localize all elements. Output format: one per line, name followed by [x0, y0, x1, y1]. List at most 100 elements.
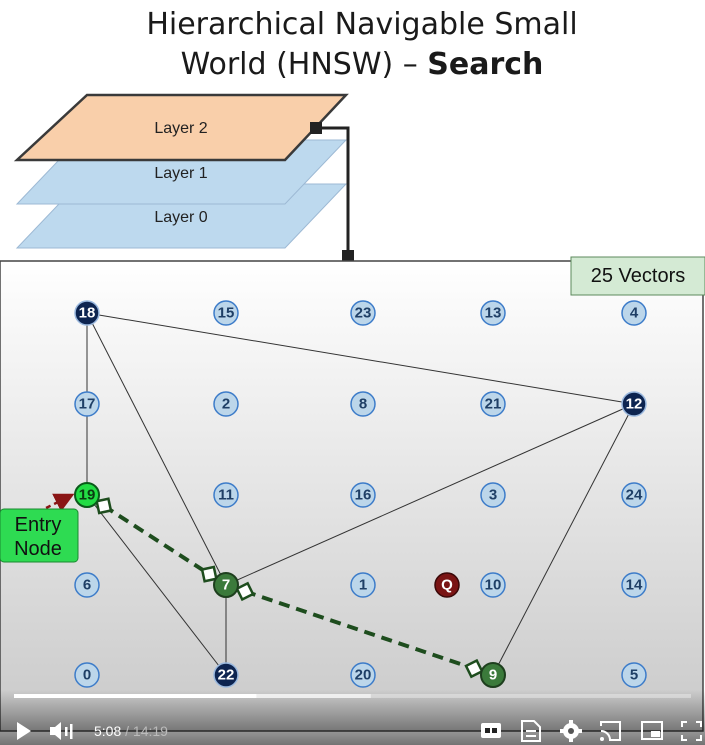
graph-node-circle-24	[621, 482, 647, 508]
graph-node-18: 18	[74, 300, 100, 326]
video-controls: 5:08 / 14:19	[0, 690, 705, 745]
graph-node-circle-12	[621, 391, 647, 417]
graph-node-label-8: 8	[359, 396, 367, 413]
graph-node-circle-7	[213, 572, 239, 598]
graph-node-label-3: 3	[489, 487, 497, 504]
duration: 14:19	[133, 723, 168, 739]
graph-edge-18-12	[86, 312, 635, 405]
graph-node-0: 0	[74, 662, 100, 688]
graph-node-4: 4	[621, 300, 647, 326]
settings-gear-icon[interactable]	[560, 720, 582, 742]
graph-node-20: 20	[350, 662, 376, 688]
graph-node-circle-15	[213, 300, 239, 326]
entry-node-label-line1: Entry	[15, 514, 62, 536]
graph-node-label-21: 21	[485, 396, 502, 413]
graph-node-circle-6	[74, 572, 100, 598]
graph-node-14: 14	[621, 572, 647, 598]
graph-node-circle-17	[74, 391, 100, 417]
graph-edge-7-12	[225, 403, 635, 586]
search-path-connector-7-9-end	[464, 658, 484, 679]
graph-node-label-9: 9	[489, 667, 497, 684]
graph-node-label-23: 23	[355, 305, 372, 322]
graph-node-circle-14	[621, 572, 647, 598]
graph-node-label-20: 20	[355, 667, 372, 684]
search-path-connector-19-7-end	[200, 565, 218, 583]
layer-1-label: Layer 1	[154, 165, 207, 182]
graph-node-16: 16	[350, 482, 376, 508]
vector-count-badge: 25 Vectors	[570, 256, 705, 296]
graph-node-10: 10	[480, 572, 506, 598]
graph-node-label-4: 4	[630, 305, 639, 322]
graph-node-label-1: 1	[359, 577, 367, 594]
graph-node-label-12: 12	[626, 396, 643, 413]
graph-node-19: 19	[74, 482, 100, 508]
time-separator: /	[121, 723, 133, 739]
graph-node-label-10: 10	[485, 577, 502, 594]
graph-edge-12-9	[492, 403, 635, 676]
graph-node-circle-1	[350, 572, 376, 598]
graph-node-circle-4	[621, 300, 647, 326]
graph-node-8: 8	[350, 391, 376, 417]
graph-node-9: 9	[480, 662, 506, 688]
slide-title-prefix: World (HNSW) –	[181, 47, 428, 82]
search-path	[95, 497, 484, 679]
entry-node-callout: Entry Node	[0, 493, 79, 563]
graph-node-circle-9	[480, 662, 506, 688]
graph-node-label-6: 6	[83, 577, 91, 594]
graph-node-circle-16	[350, 482, 376, 508]
query-point: Q	[434, 572, 460, 598]
layer-0-label: Layer 0	[154, 209, 207, 226]
graph-node-12: 12	[621, 391, 647, 417]
graph-node-22: 22	[213, 662, 239, 688]
graph-node-17: 17	[74, 391, 100, 417]
graph-node-3: 3	[480, 482, 506, 508]
captions-icon[interactable]	[481, 723, 501, 738]
graph-node-circle-19	[74, 482, 100, 508]
graph-node-label-5: 5	[630, 667, 638, 684]
graph-node-7: 7	[213, 572, 239, 598]
graph-node-1: 1	[350, 572, 376, 598]
graph-node-label-7: 7	[222, 577, 230, 594]
search-path-connector-19-7-start	[95, 497, 113, 515]
graph-node-circle-10	[480, 572, 506, 598]
slide-title-line2: World (HNSW) – Search	[181, 47, 544, 82]
entry-node-label-line2: Node	[14, 538, 62, 560]
fullscreen-icon[interactable]	[681, 721, 702, 741]
layer-2-plane	[13, 93, 349, 162]
graph-node-label-18: 18	[79, 305, 96, 322]
vector-count-text: 25 Vectors	[591, 265, 686, 287]
graph-node-label-16: 16	[355, 487, 372, 504]
graph-node-label-13: 13	[485, 305, 502, 322]
search-path-segment-19-7	[102, 504, 211, 576]
volume-icon[interactable]	[50, 722, 73, 740]
graph-node-circle-8	[350, 391, 376, 417]
graph-node-circle-21	[480, 391, 506, 417]
current-time: 5:08	[94, 723, 121, 739]
search-path-connector-7-9-start	[235, 581, 255, 602]
graph-node-2: 2	[213, 391, 239, 417]
play-icon[interactable]	[17, 722, 31, 740]
graph-node-24: 24	[621, 482, 647, 508]
graph-node-label-14: 14	[626, 577, 643, 594]
graph-node-21: 21	[480, 391, 506, 417]
graph-node-label-11: 11	[218, 487, 234, 504]
layer-2-label: Layer 2	[154, 120, 207, 137]
transcript-icon[interactable]	[521, 720, 541, 742]
graph-node-label-0: 0	[83, 667, 91, 684]
graph-node-label-24: 24	[626, 487, 643, 504]
cast-icon[interactable]	[600, 721, 621, 741]
graph-edge-18-7	[86, 312, 227, 586]
graph-node-circle-22	[213, 662, 239, 688]
slide-title-bold: Search	[427, 47, 543, 82]
layer-stack: Layer 0 Layer 1 Layer 2	[13, 93, 349, 249]
graph-node-label-19: 19	[79, 487, 96, 504]
slide-title-line1: Hierarchical Navigable Small	[146, 7, 577, 42]
graph-node-circle-5	[621, 662, 647, 688]
graph-node-6: 6	[74, 572, 100, 598]
graph-node-circle-11	[213, 482, 239, 508]
graph-node-label-15: 15	[218, 305, 235, 322]
graph-node-label-22: 22	[218, 667, 235, 684]
miniplayer-icon[interactable]	[641, 721, 663, 740]
graph-node-circle-20	[350, 662, 376, 688]
graph-node-circle-0	[74, 662, 100, 688]
